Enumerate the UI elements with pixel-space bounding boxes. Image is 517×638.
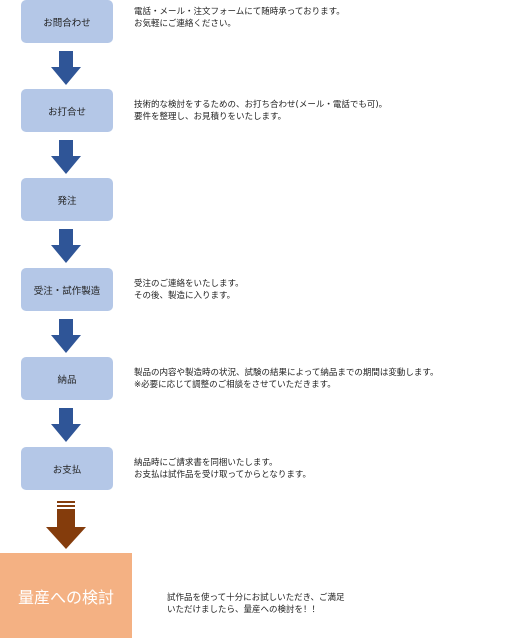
description-line: ※必要に応じて調整のご相談をさせていただきます。 <box>134 380 336 390</box>
step-box-order: 発注 <box>21 178 113 221</box>
description-line: 電話・メール・注文フォームにて随時承っております。 <box>134 7 345 17</box>
step-label: お問合わせ <box>43 17 91 29</box>
step-label: 受注・試作製造 <box>33 285 101 297</box>
description-line: 技術的な検討をするための、お打ち合わせ(メール・電話でも可)。 <box>134 100 388 110</box>
step-box-delivery: 納品 <box>21 357 113 400</box>
final-description: 試作品を使って十分にお試しいただき、ご満足 いただけましたら、量産への検討を！！ <box>167 592 344 616</box>
step-description-meeting: 技術的な検討をするための、お打ち合わせ(メール・電話でも可)。 要件を整理し、お… <box>134 99 387 123</box>
description-line: 試作品を使って十分にお試しいただき、ご満足 <box>167 593 345 603</box>
striped-down-arrow-icon <box>46 501 86 549</box>
step-description-inquiry: 電話・メール・注文フォームにて随時承っております。 お気軽にご連絡ください。 <box>134 6 345 30</box>
down-arrow-icon <box>51 408 81 442</box>
step-label: お支払 <box>52 464 82 476</box>
down-arrow-icon <box>51 140 81 174</box>
down-arrow-icon <box>51 229 81 263</box>
description-line: お支払は試作品を受け取ってからとなります。 <box>134 470 311 480</box>
description-line: 受注のご連絡をいたします。 <box>134 279 244 289</box>
step-label: お打合せ <box>47 106 86 118</box>
description-line: いただけましたら、量産への検討を！！ <box>167 605 321 615</box>
down-arrow-icon <box>51 51 81 85</box>
step-description-payment: 納品時にご請求書を同梱いたします。 お支払は試作品を受け取ってからとなります。 <box>134 457 311 481</box>
step-box-payment: お支払 <box>21 447 113 490</box>
final-label: 量産への検討 <box>17 587 114 607</box>
description-line: お気軽にご連絡ください。 <box>134 19 236 29</box>
step-label: 納品 <box>57 374 77 386</box>
step-description-production: 受注のご連絡をいたします。 その後、製造に入ります。 <box>134 278 244 302</box>
down-arrow-icon <box>51 319 81 353</box>
step-box-production: 受注・試作製造 <box>21 268 113 311</box>
description-line: 要件を整理し、お見積りをいたします。 <box>134 112 287 122</box>
description-line: 製品の内容や製造時の状況、試験の結果によって納品までの期間は変動します。 <box>134 368 439 378</box>
description-line: 納品時にご請求書を同梱いたします。 <box>134 458 278 468</box>
final-box-mass-production: 量産への検討 <box>0 553 132 638</box>
step-label: 発注 <box>57 195 77 207</box>
step-box-meeting: お打合せ <box>21 89 113 132</box>
step-box-inquiry: お問合わせ <box>21 0 113 43</box>
description-line: その後、製造に入ります。 <box>134 291 236 301</box>
step-description-delivery: 製品の内容や製造時の状況、試験の結果によって納品までの期間は変動します。 ※必要… <box>134 367 438 391</box>
